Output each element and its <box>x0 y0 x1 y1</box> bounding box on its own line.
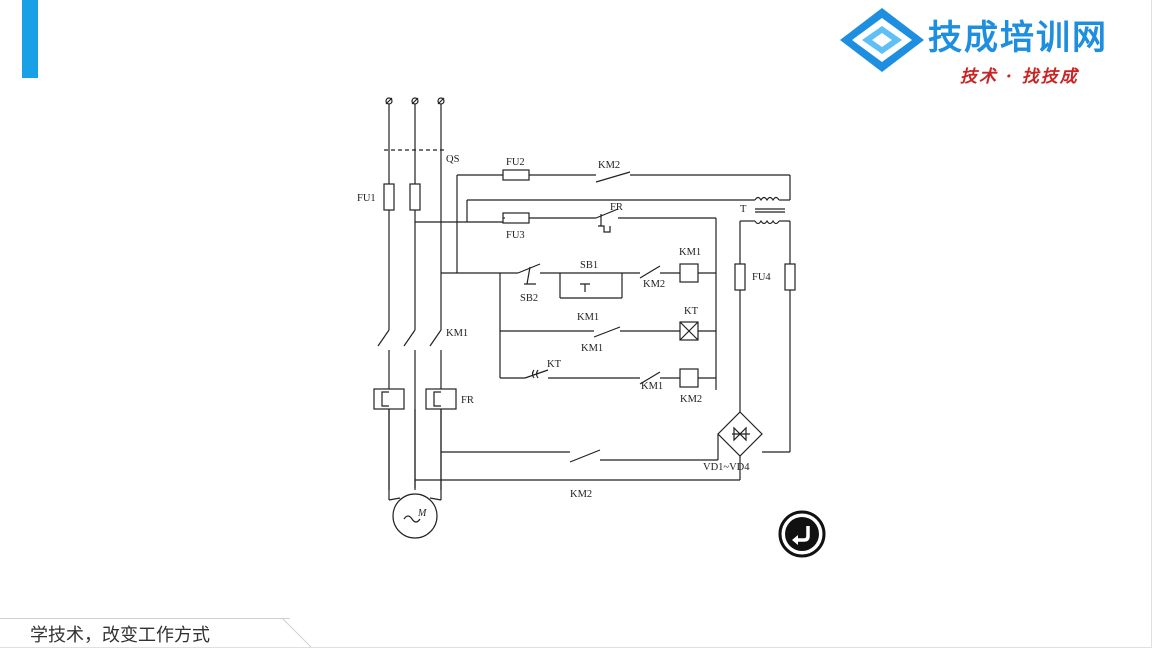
fuse-fu1-l1 <box>383 183 395 211</box>
label-km2-coil: KM2 <box>680 394 702 405</box>
label-motor: M <box>417 508 427 519</box>
label-km1-nc: KM1 <box>641 381 663 392</box>
label-sb2: SB2 <box>520 293 538 304</box>
header-accent-bar <box>22 0 38 78</box>
label-km2-nc: KM2 <box>643 279 665 290</box>
label-km1-seal: KM1 <box>577 312 599 323</box>
label-fu4: FU4 <box>752 272 771 283</box>
return-arrow-icon <box>778 510 826 558</box>
label-transformer: T <box>740 204 747 215</box>
label-fu1: FU1 <box>357 193 376 204</box>
label-km2-main: KM2 <box>570 489 592 500</box>
label-fu3: FU3 <box>506 230 525 241</box>
motor <box>392 493 438 539</box>
label-rectifier: VD1~VD4 <box>703 462 750 473</box>
diamond-logo-icon <box>840 8 924 72</box>
label-sb1: SB1 <box>580 260 598 271</box>
logo-slogan: 技术 · 找技成 <box>960 67 1079 87</box>
coil-km1 <box>679 263 699 283</box>
label-km1-main: KM1 <box>446 328 468 339</box>
logo-title: 技成培训网 <box>928 18 1108 58</box>
logo: 技成培训网 技术 · 找技成 <box>836 6 1146 87</box>
label-kt-contact: KT <box>547 359 562 370</box>
label-km2-top: KM2 <box>598 160 620 171</box>
label-fr-relay: FR <box>461 395 474 406</box>
label-fu2: FU2 <box>506 157 525 168</box>
label-km1-coil: KM1 <box>679 247 701 258</box>
footer-divider <box>0 618 290 619</box>
back-button[interactable] <box>778 510 826 558</box>
label-qs: QS <box>446 154 460 165</box>
label-km1-kt: KM1 <box>581 343 603 354</box>
label-kt-coil: KT <box>684 306 699 317</box>
footer-slogan: 学技术，改变工作方式 <box>30 625 210 646</box>
fuse-fu1-l2 <box>409 183 421 211</box>
label-fr-contact: FR <box>610 202 623 213</box>
footer-divider-slant <box>282 618 313 648</box>
coil-km2 <box>679 368 699 388</box>
